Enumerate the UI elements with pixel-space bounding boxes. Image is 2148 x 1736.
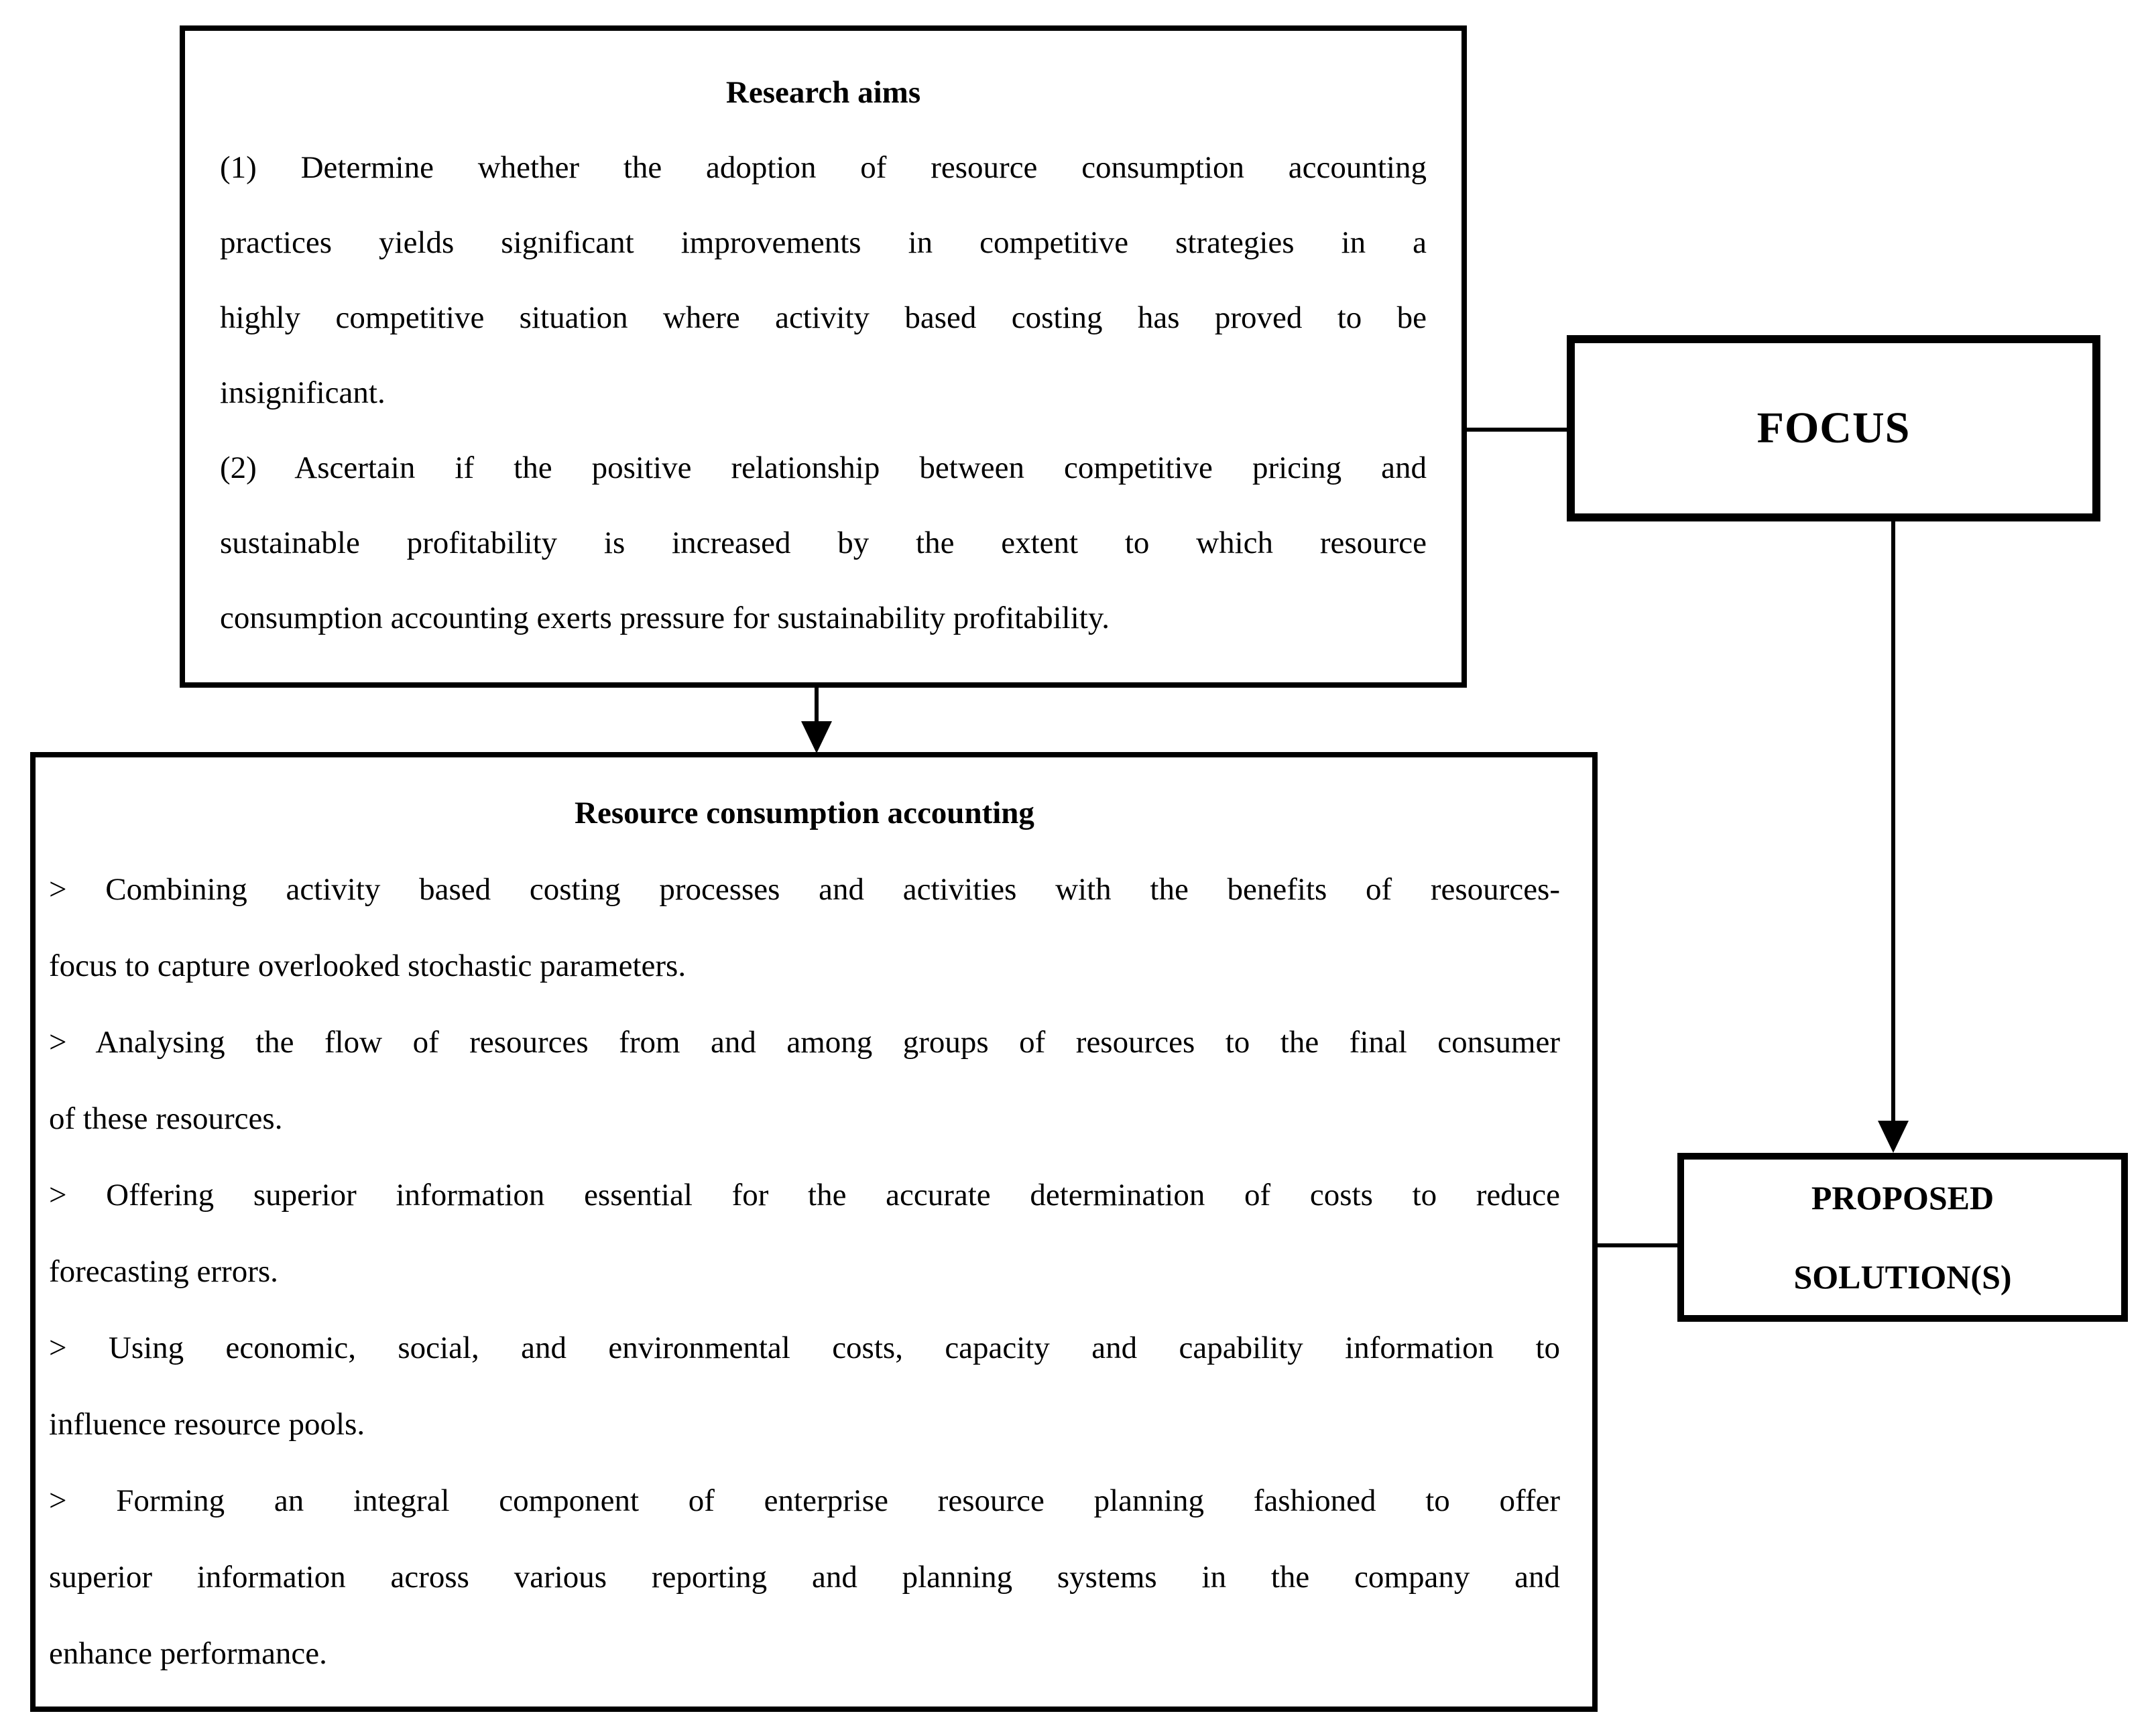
text-line: (1) Determine whether the adoption of re… — [220, 150, 1427, 185]
text-line: > Forming an integral component of enter… — [49, 1483, 1560, 1518]
connector-rca-to-proposed — [1597, 1243, 1677, 1247]
text-line: insignificant. — [220, 375, 385, 410]
text-line: superior information across various repo… — [49, 1560, 1560, 1595]
text-line: highly competitive situation where activ… — [220, 300, 1427, 335]
text-line: of these resources. — [49, 1101, 283, 1136]
text-line: > Using economic, social, and environmen… — [49, 1330, 1560, 1365]
focus-box: FOCUS — [1567, 335, 2100, 521]
text-line: consumption accounting exerts pressure f… — [220, 601, 1110, 635]
arrowhead-down-icon — [801, 721, 832, 753]
text-line: sustainable profitability is increased b… — [220, 525, 1427, 560]
proposed-label-line1: PROPOSED — [1811, 1179, 1994, 1217]
connector-focus-to-proposed — [1891, 521, 1895, 1122]
connector-aims-to-focus — [1466, 428, 1567, 432]
research-aims-box: Research aims (1) Determine whether the … — [180, 25, 1467, 688]
text-line: > Combining activity based costing proce… — [49, 872, 1560, 907]
focus-label: FOCUS — [1756, 404, 1911, 452]
arrowhead-down-icon — [1878, 1121, 1909, 1153]
research-aims-text: (1) Determine whether the adoption of re… — [220, 130, 1427, 656]
research-aims-title: Research aims — [725, 75, 921, 110]
text-line: focus to capture overlooked stochastic p… — [49, 948, 687, 983]
proposed-label-line2: SOLUTION(S) — [1793, 1258, 2012, 1296]
proposed-solutions-box: PROPOSED SOLUTION(S) — [1677, 1153, 2128, 1322]
rca-text: > Combining activity based costing proce… — [49, 851, 1560, 1692]
text-line: enhance performance. — [49, 1636, 327, 1671]
text-line: forecasting errors. — [49, 1254, 278, 1289]
text-line: > Analysing the flow of resources from a… — [49, 1025, 1560, 1060]
text-line: (2) Ascertain if the positive relationsh… — [220, 450, 1427, 485]
text-line: influence resource pools. — [49, 1407, 365, 1442]
text-line: > Offering superior information essentia… — [49, 1178, 1560, 1213]
connector-aims-to-rca — [815, 688, 819, 723]
text-line: practices yields significant improvement… — [220, 225, 1427, 260]
rca-title: Resource consumption accounting — [575, 796, 1034, 830]
resource-consumption-accounting-box: Resource consumption accounting > Combin… — [30, 752, 1598, 1712]
